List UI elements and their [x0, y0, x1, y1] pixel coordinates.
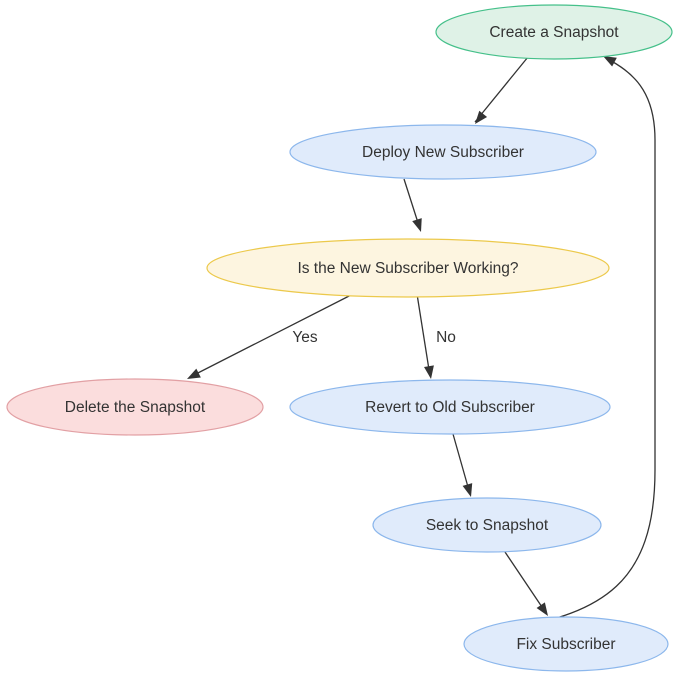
- node-fix-subscriber[interactable]: Fix Subscriber: [463, 616, 669, 672]
- node-shape-seek-to-snapshot[interactable]: [372, 497, 602, 553]
- node-deploy-new-subscriber[interactable]: Deploy New Subscriber: [289, 124, 597, 180]
- edge-seek-to-snapshot-to-fix-subscriber: [504, 551, 548, 616]
- arrow-head-icon: [424, 365, 434, 379]
- node-delete-snapshot[interactable]: Delete the Snapshot: [6, 378, 264, 436]
- node-is-working[interactable]: Is the New Subscriber Working?: [206, 238, 610, 298]
- node-seek-to-snapshot[interactable]: Seek to Snapshot: [372, 497, 602, 553]
- node-create-snapshot[interactable]: Create a Snapshot: [435, 4, 673, 60]
- edge-line: [504, 551, 547, 614]
- node-label-seek-to-snapshot: Seek to Snapshot: [426, 517, 549, 534]
- node-shape-fix-subscriber[interactable]: [463, 616, 669, 672]
- edge-is-working-to-delete-snapshot: [187, 292, 356, 379]
- edge-line: [510, 57, 656, 630]
- node-shape-create-snapshot[interactable]: [435, 4, 673, 60]
- node-label-deploy-new-subscriber: Deploy New Subscriber: [362, 144, 524, 161]
- node-label-fix-subscriber: Fix Subscriber: [516, 636, 615, 653]
- edge-is-working-to-revert-old-subscriber: [416, 293, 434, 379]
- edge-line: [189, 292, 356, 378]
- node-shape-delete-snapshot[interactable]: [6, 378, 264, 436]
- edge-fix-subscriber-to-create-snapshot: [510, 56, 656, 630]
- node-revert-old-subscriber[interactable]: Revert to Old Subscriber: [289, 379, 611, 435]
- node-label-revert-old-subscriber: Revert to Old Subscriber: [365, 399, 535, 416]
- edge-revert-old-subscriber-to-seek-to-snapshot: [452, 433, 473, 497]
- edge-deploy-new-subscriber-to-is-working: [403, 178, 422, 232]
- edge-label-yes: Yes: [292, 329, 318, 346]
- edge-labels-layer: Yes No: [292, 329, 456, 346]
- node-label-delete-snapshot: Delete the Snapshot: [65, 399, 206, 416]
- arrow-head-icon: [536, 602, 548, 616]
- arrow-head-icon: [603, 56, 617, 67]
- edge-line: [416, 293, 431, 377]
- edge-line: [452, 433, 471, 495]
- edges-layer: [187, 56, 656, 630]
- node-label-create-snapshot: Create a Snapshot: [489, 24, 619, 41]
- edge-label-no: No: [436, 329, 456, 346]
- node-shape-is-working[interactable]: [206, 238, 610, 298]
- edge-line: [474, 56, 529, 123]
- edge-create-snapshot-to-deploy-new-subscriber: [474, 56, 529, 124]
- arrow-head-icon: [187, 368, 201, 379]
- node-shape-deploy-new-subscriber[interactable]: [289, 124, 597, 180]
- node-shape-revert-old-subscriber[interactable]: [289, 379, 611, 435]
- arrow-head-icon: [412, 218, 422, 232]
- arrow-head-icon: [462, 483, 473, 497]
- arrow-head-icon: [475, 110, 488, 124]
- node-label-is-working: Is the New Subscriber Working?: [297, 260, 518, 277]
